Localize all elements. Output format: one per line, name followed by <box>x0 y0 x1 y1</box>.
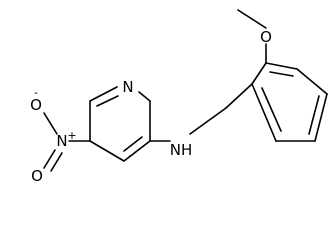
bond-ring-n1-c6-inner <box>96 95 119 107</box>
bond-ring-c4-c3-inner <box>123 136 143 152</box>
atom-label-amine: NH <box>170 141 193 159</box>
bond-benz-c1-c2 <box>251 62 267 85</box>
bond-nitro-n-o-top <box>43 112 58 135</box>
atom-label-nitro-oxygen-top: O <box>30 96 42 114</box>
bond-ring-c5-c4 <box>89 140 125 162</box>
bond-ch2-benzene <box>225 83 253 109</box>
bond-benz-c4-c5 <box>314 93 328 142</box>
bond-benz-c6-c1-inner <box>261 87 282 132</box>
bond-nitro-n-o-bottom-double <box>50 152 63 172</box>
bond-oxygen-methyl <box>237 9 267 29</box>
bond-benz-c6-c1 <box>251 83 277 142</box>
structure-canvas: N NH O N + O - O <box>30 9 328 185</box>
molecule-drawing: N NH O N + O - O <box>30 9 328 185</box>
atom-label-methoxy-oxygen: O <box>260 28 272 46</box>
atom-label-ring-nitrogen: N <box>122 78 133 96</box>
bond-nitro-n-o-bottom <box>43 149 56 169</box>
bond-benz-c2-c3 <box>265 62 298 70</box>
bond-amine-ch2 <box>189 107 227 135</box>
bond-ring-c4-c3 <box>123 140 151 162</box>
benzene-ring <box>251 62 328 142</box>
nitro-group <box>43 112 91 172</box>
bond-ring-c2-n1 <box>138 91 151 102</box>
methoxy-group <box>237 9 267 64</box>
charge-label-nitro-minus: - <box>34 86 38 99</box>
atom-label-nitro-nitrogen: N <box>56 132 67 150</box>
bond-ring-n1-c6 <box>89 86 118 102</box>
amine-linker <box>149 83 253 142</box>
bond-benz-c2-c3-inner <box>269 71 294 77</box>
bond-benz-c3-c4 <box>296 68 328 95</box>
charge-label-nitro-plus: + <box>67 129 76 142</box>
pyridine-ring <box>89 86 151 162</box>
bond-benz-c4-c5-inner <box>308 95 320 135</box>
atom-label-nitro-oxygen-bottom: O <box>31 167 43 185</box>
